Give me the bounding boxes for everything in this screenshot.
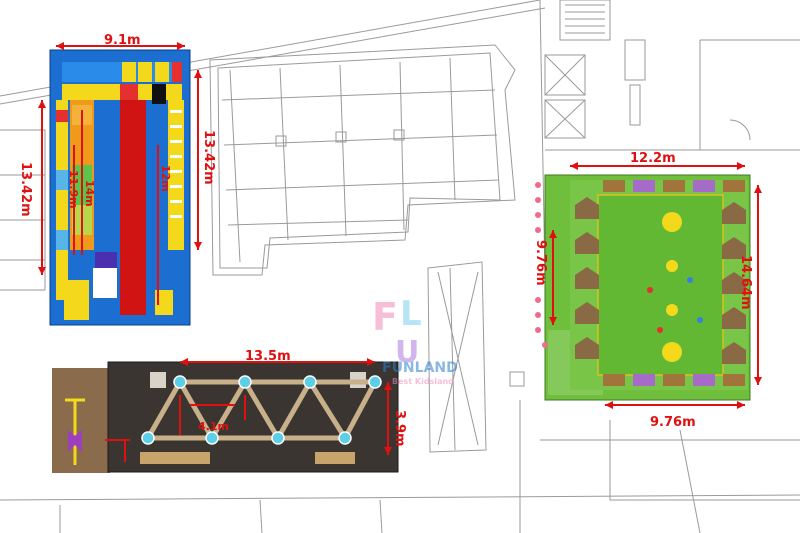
dim-width-right-bottom: 9.76m bbox=[650, 415, 696, 430]
dim-inner-c: 12m bbox=[159, 165, 172, 192]
svg-text:L: L bbox=[400, 294, 422, 334]
dim-inner-bottom-left: 4.1m bbox=[198, 420, 229, 433]
dim-height-right-right: 14.64m bbox=[738, 255, 753, 310]
play-circles bbox=[647, 212, 703, 362]
dim-width-right-top: 12.2m bbox=[630, 151, 676, 166]
dim-height-left-top-left: 13.42m bbox=[18, 162, 33, 217]
dim-height-left-top-right: 13.42m bbox=[201, 130, 216, 185]
plan-left-top bbox=[49, 49, 191, 326]
truss-nodes bbox=[141, 375, 382, 445]
step-stripes bbox=[170, 110, 182, 218]
pink-dots bbox=[535, 182, 548, 348]
hut-col-right bbox=[722, 202, 746, 364]
plan-right bbox=[535, 174, 751, 401]
plan-bottom-left bbox=[52, 361, 399, 473]
dim-width-left-top: 9.1m bbox=[104, 33, 141, 48]
dimensions-left-top: 9.1m 13.42m 13.42m 14m 11.9m 12m bbox=[18, 33, 216, 305]
dim-inner-a: 14m bbox=[83, 180, 96, 207]
hut-row-bottom bbox=[603, 374, 745, 386]
truss-structure bbox=[145, 379, 378, 441]
dim-height-right-left: 9.76m bbox=[533, 240, 548, 286]
hut-col-left bbox=[575, 197, 599, 359]
dim-width-bottom-left: 13.5m bbox=[245, 349, 291, 364]
dim-inner-b: 11.9m bbox=[67, 170, 80, 209]
hut-row-top bbox=[603, 180, 745, 192]
yellow-block-row bbox=[62, 62, 182, 104]
svg-text:F: F bbox=[372, 295, 398, 339]
svg-text:U: U bbox=[395, 335, 419, 370]
dimensions-bottom-left: 13.5m 3.9m 4.1m bbox=[105, 349, 407, 462]
dimensions-right: 12.2m 9.76m 9.76m 14.64m bbox=[533, 151, 762, 430]
watermark-brand: FUNLAND bbox=[382, 360, 458, 376]
dim-height-bottom-left: 3.9m bbox=[392, 410, 407, 447]
watermark-tagline: Best Kidsland bbox=[392, 377, 454, 386]
funland-watermark: F L U FUNLAND Best Kidsland bbox=[372, 294, 458, 386]
